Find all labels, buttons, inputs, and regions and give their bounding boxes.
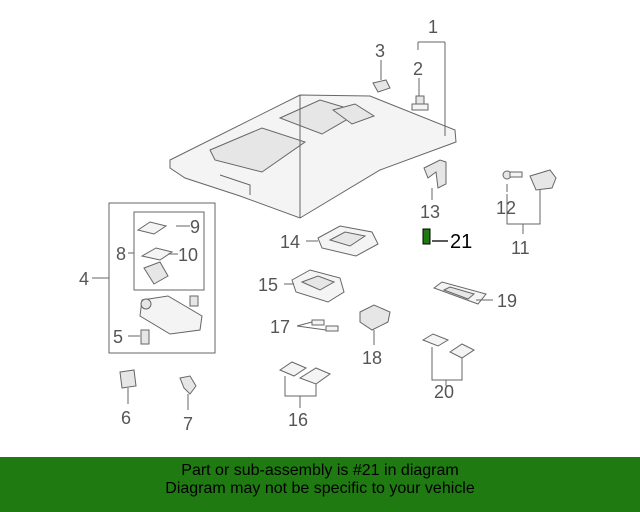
lenses-part-16 [278,361,332,385]
parts-diagram: 1 2 3 4 5 6 7 8 9 10 11 12 13 14 15 16 1… [79,17,557,434]
callout-labels: 1 2 3 4 5 6 7 8 9 10 11 12 13 14 15 16 1… [79,17,530,434]
callout-11: 11 [511,238,530,258]
headliner [169,94,457,219]
callout-18: 18 [362,348,382,368]
callout-19: 19 [497,291,517,311]
callout-21-highlighted: 21 [450,231,472,253]
lenses-part-20 [421,333,475,359]
callout-15: 15 [258,275,278,295]
callout-13: 13 [420,202,440,222]
callout-5: 5 [113,327,123,347]
hook-part-7 [179,375,197,395]
callout-3: 3 [375,41,385,61]
console-part-15 [291,269,345,303]
leader-lines [92,41,541,410]
screw-part-12 [502,170,523,180]
callout-14: 14 [280,232,300,252]
clip-part-3 [372,79,391,93]
lamp-part-14 [317,225,379,257]
callout-9: 9 [190,217,200,237]
callout-4: 4 [79,269,89,289]
visor-group [108,202,216,354]
callout-20: 20 [434,382,454,402]
callout-6: 6 [121,408,131,428]
callout-17: 17 [270,317,290,337]
module-part-18 [359,304,391,331]
banner-line-2: Diagram may not be specific to your vehi… [165,480,475,497]
callout-2: 2 [413,59,423,79]
callout-1: 1 [428,17,438,37]
banner-line-1: Part or sub-assembly is #21 in diagram [181,462,459,479]
callout-7: 7 [183,414,193,434]
callout-16: 16 [288,410,308,430]
lamp-part-19 [432,281,487,305]
callout-12: 12 [496,198,516,218]
bulbs-part-17 [311,319,339,332]
callout-8: 8 [116,244,126,264]
handle-part-13 [423,159,447,189]
info-banner: Part or sub-assembly is #21 in diagram D… [0,457,640,512]
screw-part-2 [411,95,429,111]
callout-10: 10 [178,245,198,265]
cover-part-11 [529,169,557,191]
clip-part-6 [119,369,137,389]
highlighted-part-21 [422,228,431,245]
